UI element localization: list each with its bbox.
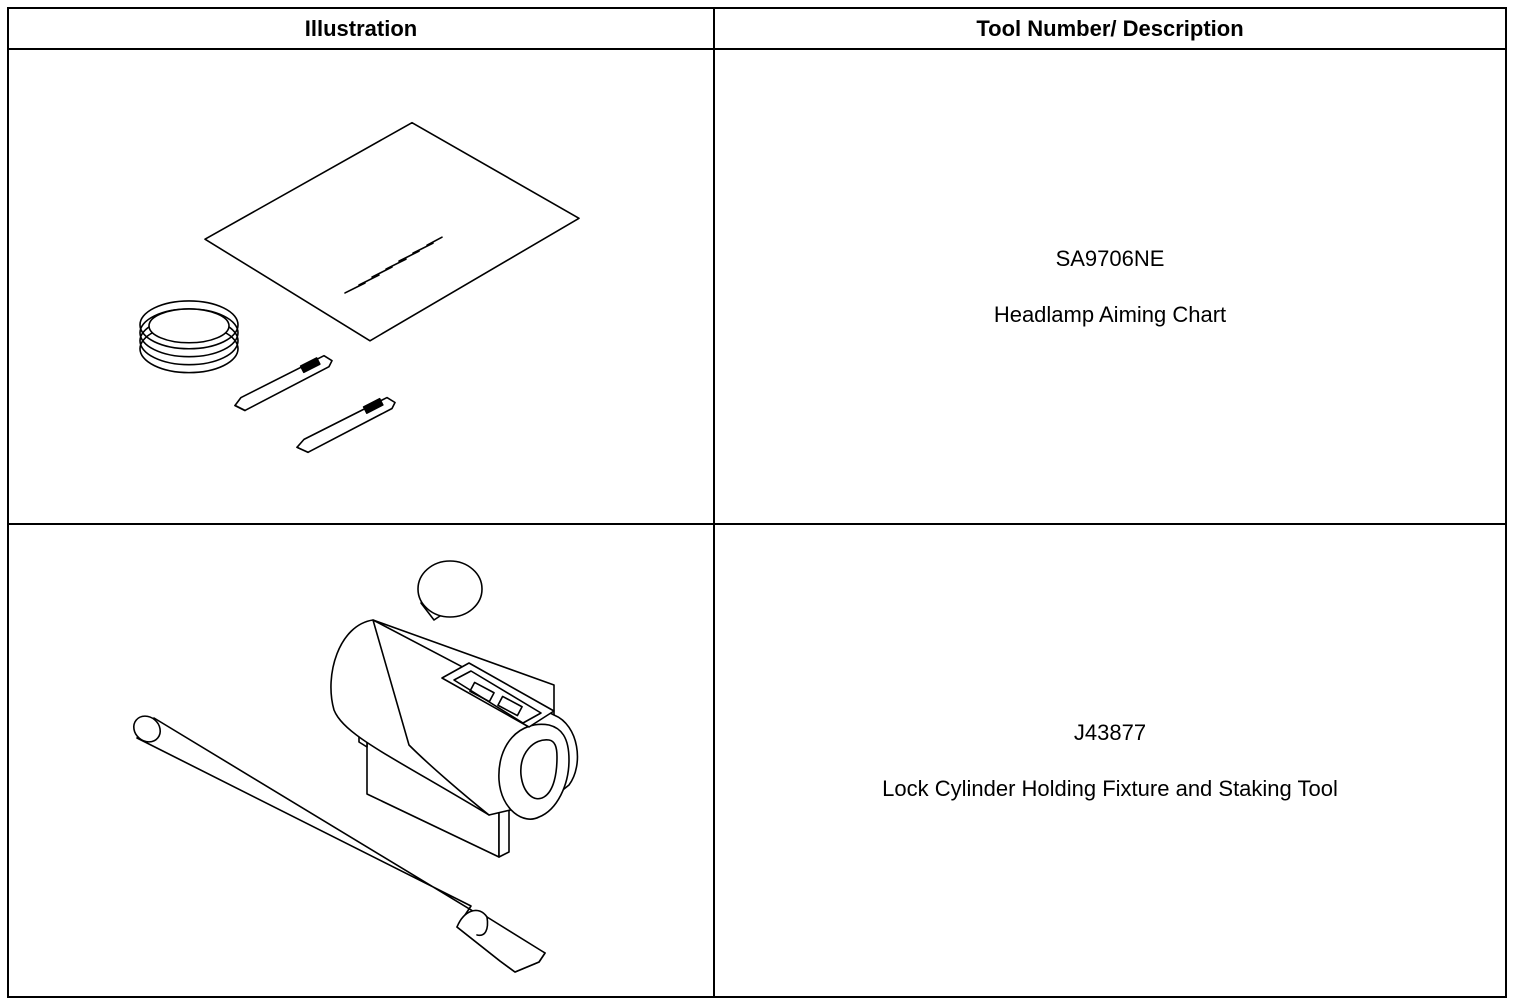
tool-description-cell: J43877 Lock Cylinder Holding Fixture and… [715,525,1505,996]
tool-description: Lock Cylinder Holding Fixture and Stakin… [882,775,1338,801]
header-tool-description: Tool Number/ Description [976,15,1244,41]
table-row: J43877 Lock Cylinder Holding Fixture and… [9,525,1505,996]
header-illustration: Illustration [9,9,715,48]
illustration-cell [9,50,715,523]
illustration-cell [9,525,715,996]
tool-description: Headlamp Aiming Chart [993,301,1227,327]
tool-number: J43877 [1073,719,1147,745]
tool-number: SA9706NE [1055,245,1165,271]
lock-cylinder-fixture-illustration [132,560,579,973]
table-header-row: Illustration Tool Number/ Description [9,9,1505,50]
headlamp-aiming-chart-illustration [139,121,580,454]
tool-description-cell: SA9706NE Headlamp Aiming Chart [715,50,1505,523]
table-row: SA9706NE Headlamp Aiming Chart [9,50,1505,525]
tool-table: Illustration Tool Number/ Description [7,7,1507,998]
